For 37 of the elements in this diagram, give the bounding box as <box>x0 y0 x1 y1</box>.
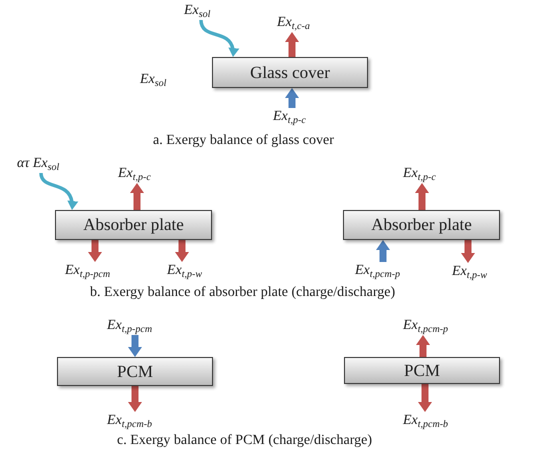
arrow <box>88 240 102 262</box>
component-box: PCM <box>344 357 500 384</box>
exergy-label: Ex$_{t,p-pcm}$ <box>107 317 152 335</box>
arrow <box>376 240 390 262</box>
component-box: Absorber plate <box>343 210 500 240</box>
arrow <box>175 240 189 262</box>
exergy-label: Ex$_{sol}$ <box>140 71 166 89</box>
caption: b. Exergy balance of absorber plate (charge/discharge) <box>90 284 396 301</box>
exergy-label: Ex$_{t,p-c}$ <box>118 165 151 183</box>
arrow <box>130 183 144 210</box>
arrow <box>285 32 299 57</box>
exergy-label: Ex$_{t,p-w}$ <box>452 263 488 281</box>
exergy-label: Ex$_{t,pcm-b}$ <box>107 412 152 430</box>
exergy-label: Ex$_{t,p-pcm}$ <box>65 262 110 280</box>
exergy-label: Ex$_{t,pcm-p}$ <box>403 317 448 335</box>
exergy-label: Ex$_{t,c-a}$ <box>277 14 310 32</box>
arrow <box>416 335 430 357</box>
exergy-label: Ex$_{t,p-c}$ <box>403 165 436 183</box>
curved-arrow <box>199 20 238 57</box>
exergy-label: ατ Ex$_{sol}$ <box>17 155 60 173</box>
exergy-label: Ex$_{t,p-c}$ <box>273 108 306 126</box>
component-box: Absorber plate <box>55 210 212 240</box>
arrow <box>128 335 142 357</box>
curved-arrow <box>39 172 78 210</box>
caption: a. Exergy balance of glass cover <box>153 132 334 149</box>
component-box: Glass cover <box>212 57 368 88</box>
exergy-label: Ex$_{t,pcm-p}$ <box>355 262 400 280</box>
arrow <box>415 183 429 210</box>
arrow <box>285 88 299 108</box>
arrow <box>461 240 475 263</box>
caption: c. Exergy balance of PCM (charge/discharge) <box>117 432 372 449</box>
exergy-label: Ex$_{sol}$ <box>184 2 210 20</box>
arrow <box>128 386 142 412</box>
exergy-label: Ex$_{t,pcm-b}$ <box>403 412 448 430</box>
exergy-label: Ex$_{t,p-w}$ <box>167 262 202 280</box>
arrow <box>418 384 432 412</box>
component-box: PCM <box>57 357 213 386</box>
